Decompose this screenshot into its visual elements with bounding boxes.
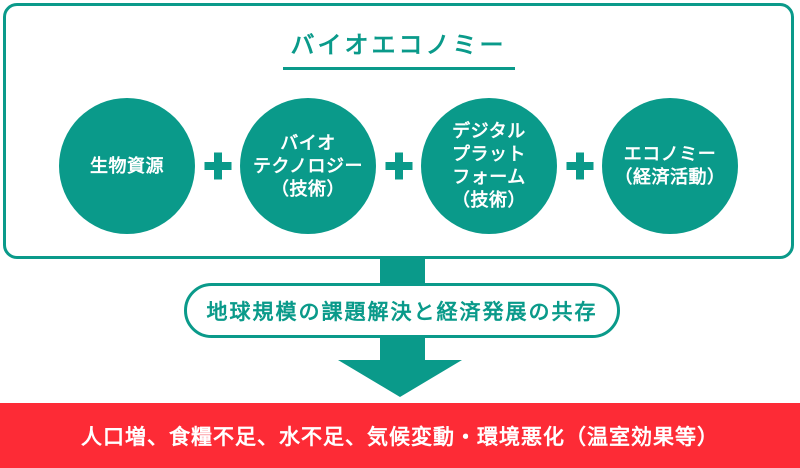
challenges-text: 人口増、食糧不足、水不足、気候変動・環境悪化（温室効果等） xyxy=(81,425,719,449)
circle-label-line: テクノロジー xyxy=(253,155,363,176)
diagram-title: バイオエコノミー xyxy=(282,25,515,70)
circle-economy: エコノミー （経済活動） xyxy=(602,98,738,234)
circle-label-line: フォーム xyxy=(452,167,526,187)
challenges-banner: 人口増、食糧不足、水不足、気候変動・環境悪化（温室効果等） xyxy=(0,403,800,468)
circle-label-line: エコノミー xyxy=(623,144,717,164)
circle-label-line: バイオ xyxy=(280,132,336,153)
title-wrap: バイオエコノミー xyxy=(6,25,791,70)
outcome-text: 地球規模の課題解決と経済発展の共存 xyxy=(206,300,598,324)
circle-label-line: （技術） xyxy=(271,178,345,199)
formula-row: 生物資源 バイオ テクノロジー （技術） デジタル プラット フォーム （技術）… xyxy=(6,98,791,234)
outcome-pill: 地球規模の課題解決と経済発展の共存 xyxy=(184,283,620,338)
circle-biological-resources: 生物資源 xyxy=(59,98,195,234)
circle-label-line: （経済活動） xyxy=(614,167,726,187)
plus-icon xyxy=(376,98,421,234)
connector-stem xyxy=(380,257,425,286)
circle-biotechnology: バイオ テクノロジー （技術） xyxy=(240,98,376,234)
down-arrow-icon xyxy=(336,336,464,398)
circle-label-line: デジタル xyxy=(452,121,526,141)
down-arrow-shape xyxy=(338,336,462,397)
circle-label-line: プラット xyxy=(452,144,526,164)
plus-icon xyxy=(557,98,602,234)
circle-label-line: 生物資源 xyxy=(90,155,164,176)
bioeconomy-concept-box: バイオエコノミー 生物資源 バイオ テクノロジー （技術） デジタル プラット … xyxy=(3,3,794,259)
plus-icon xyxy=(195,98,240,234)
circle-label-line: （技術） xyxy=(452,190,526,210)
circle-digital-platform: デジタル プラット フォーム （技術） xyxy=(421,98,557,234)
